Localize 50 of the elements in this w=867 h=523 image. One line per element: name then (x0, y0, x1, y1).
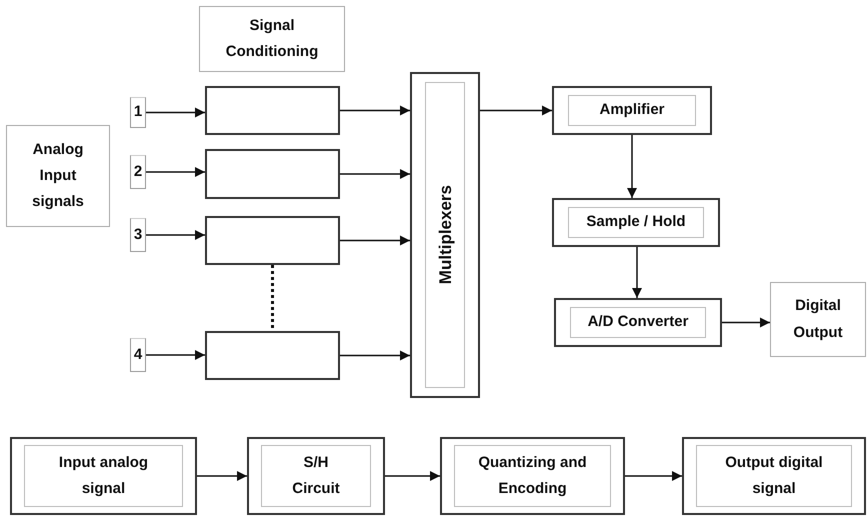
process-box (205, 216, 340, 265)
dotted-line (271, 265, 274, 331)
arrow (722, 318, 770, 328)
block-label: Analog Input signals (31, 140, 85, 212)
input-tag (130, 155, 146, 189)
block-label: Amplifier (599, 100, 664, 120)
arrow (480, 106, 552, 116)
block-label: A/D Converter (588, 312, 688, 332)
process-box (205, 331, 340, 380)
input-tag (130, 218, 146, 252)
block-label: Digital Output (792, 296, 844, 342)
block-label: Sample / Hold (586, 212, 686, 232)
process-box (205, 86, 340, 135)
arrow (340, 350, 410, 360)
block-label: Input analog signal (58, 452, 150, 499)
block-box (554, 298, 722, 347)
input-tag (130, 97, 146, 128)
block-label: 3 (134, 224, 142, 245)
arrow (197, 471, 247, 481)
block-box (440, 437, 625, 515)
block-box (682, 437, 866, 515)
block-label: 1 (134, 102, 142, 122)
block-label: Signal Conditioning (224, 16, 320, 62)
process-box (205, 149, 340, 199)
arrow (146, 167, 205, 177)
arrow (146, 108, 205, 118)
block-box (552, 86, 712, 135)
block-label: Output digital signal (724, 452, 824, 499)
block-box (247, 437, 385, 515)
block-box (6, 125, 110, 227)
block-label: Multiplexers (436, 185, 454, 285)
block-box (770, 282, 866, 357)
block-box (410, 72, 480, 398)
arrow (340, 236, 410, 246)
block-label: Quantizing and Encoding (477, 452, 588, 499)
arrow (340, 169, 410, 179)
arrow (625, 471, 682, 481)
arrow (340, 106, 410, 116)
arrow (385, 471, 440, 481)
input-tag (130, 338, 146, 372)
arrow (627, 135, 637, 198)
block-label: 2 (134, 162, 142, 182)
arrow (146, 230, 205, 240)
block-box (552, 198, 720, 247)
block-label: S/H Circuit (291, 452, 341, 499)
arrow (632, 247, 642, 298)
arrow (146, 350, 205, 360)
block-box (10, 437, 197, 515)
block-box (199, 6, 345, 72)
block-label: 4 (134, 344, 142, 365)
